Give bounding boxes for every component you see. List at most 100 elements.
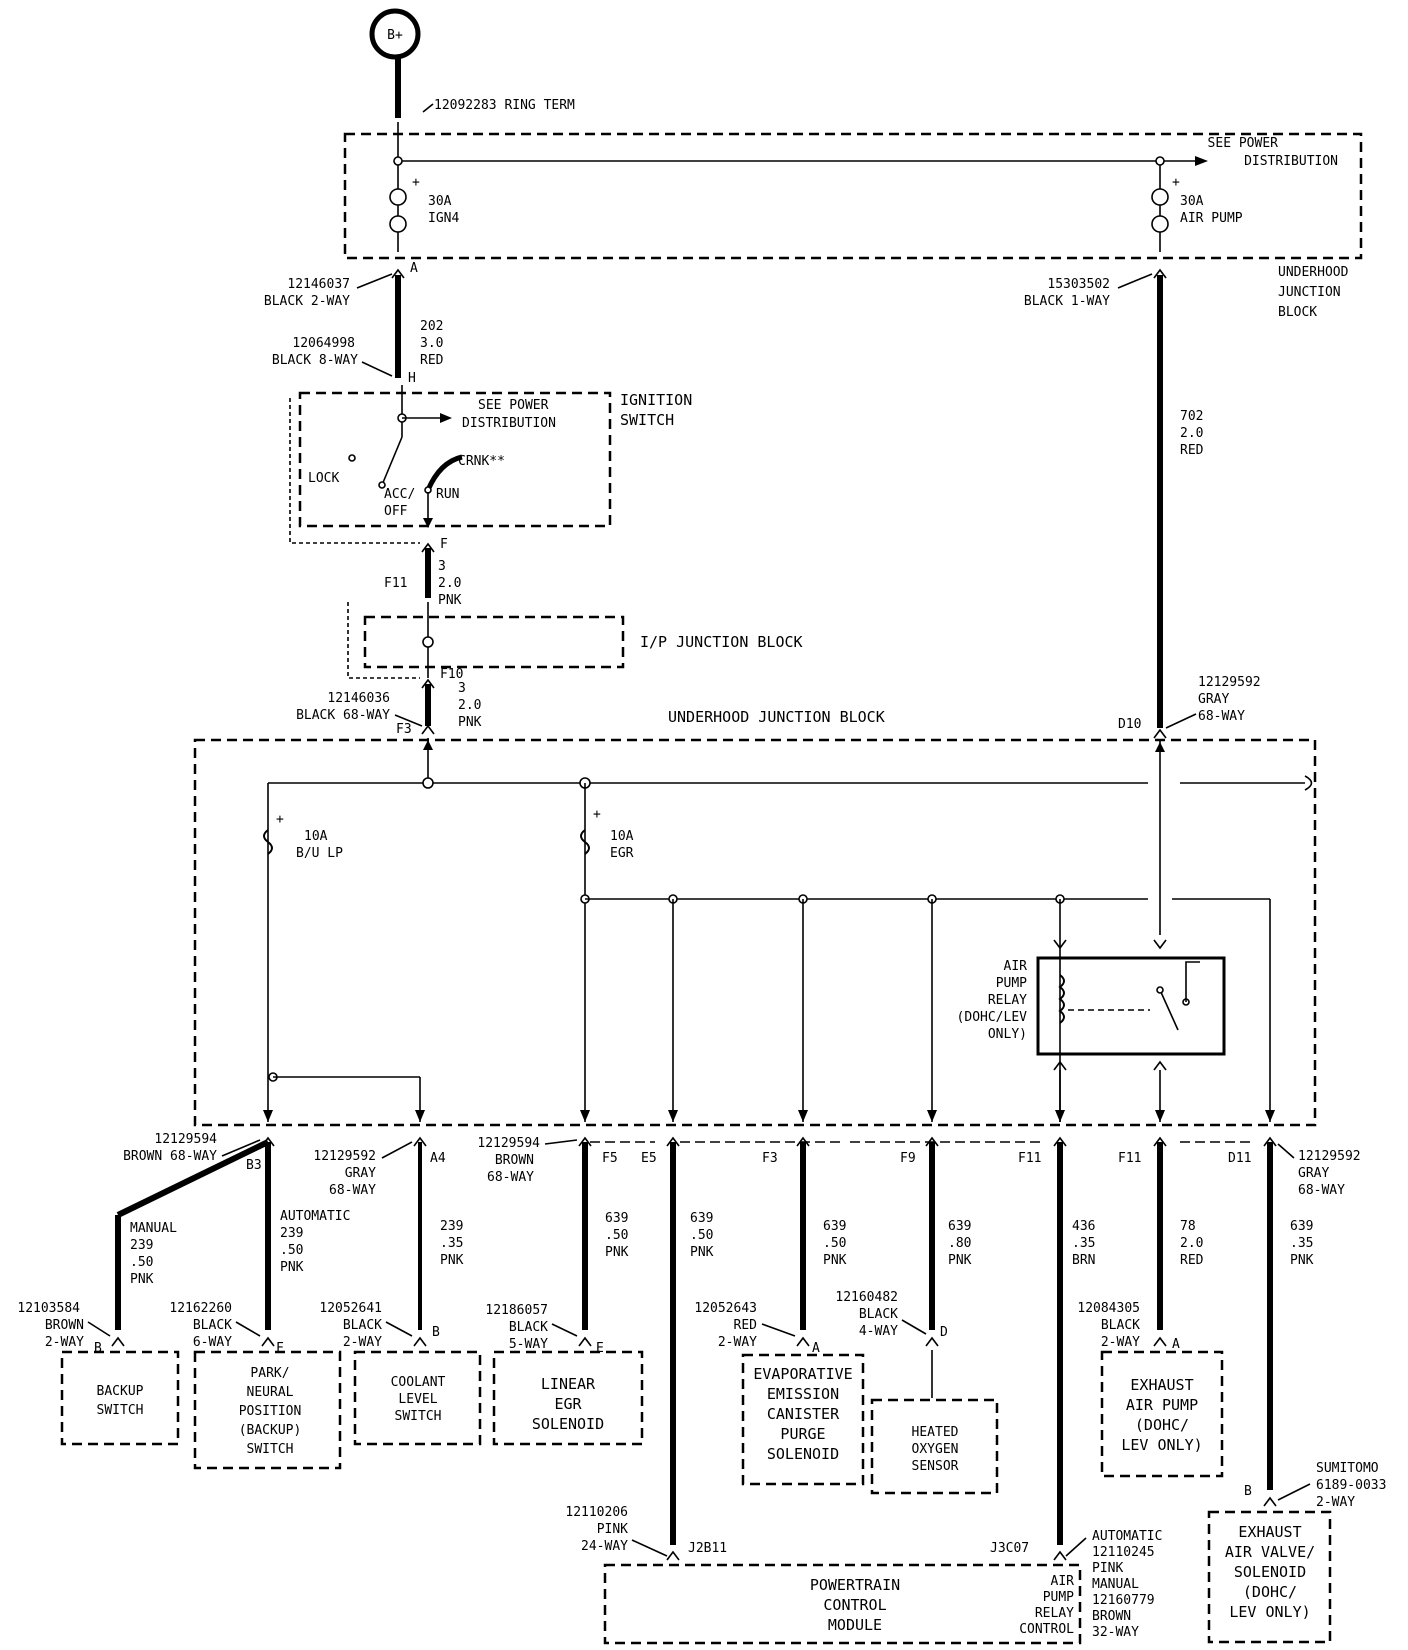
conn-left-8way-number: 12064998 <box>292 336 355 351</box>
ignition-switch-blade <box>381 436 403 486</box>
pin-f-label: F <box>440 537 448 552</box>
evap-name-3: CANISTER <box>767 1405 840 1423</box>
ring-term-label: 12092283 RING TERM <box>434 98 575 113</box>
wire-239-1: 239 <box>440 1219 463 1234</box>
wire-3b-color: PNK <box>458 715 482 730</box>
conn-68way-left-number: 12146036 <box>327 691 390 706</box>
wire-3a-color: PNK <box>438 593 462 608</box>
air-valve-name-3: SOLENOID <box>1234 1563 1306 1581</box>
park-name-4: (BACKUP) <box>239 1423 302 1438</box>
top-block-name-3: BLOCK <box>1278 305 1317 320</box>
coolant-pin: B <box>432 1325 440 1340</box>
top-block-name-1: UNDERHOOD <box>1278 265 1349 280</box>
air-valve-pin: B <box>1244 1484 1252 1499</box>
wire-manual <box>116 1139 270 1218</box>
conn-brown-left-desc: BROWN 68-WAY <box>123 1149 217 1164</box>
air-valve-conn-3: 2-WAY <box>1316 1495 1355 1510</box>
wire-639b-2: .50 <box>690 1228 713 1243</box>
wire-639a-1: 639 <box>605 1211 628 1226</box>
wire-202-color: RED <box>420 353 444 368</box>
wire-639b-3: PNK <box>690 1245 714 1260</box>
relay-label-3: RELAY <box>988 993 1027 1008</box>
wire-639c-3: PNK <box>823 1253 847 1268</box>
fuse-air-pump-name: AIR PUMP <box>1180 211 1243 226</box>
underhood-junction-block-main <box>193 738 1317 1127</box>
backup-switch <box>60 1350 180 1446</box>
pin-d10-label: D10 <box>1118 717 1141 732</box>
ignition-switch-box <box>298 391 612 528</box>
wire-3b-size: 2.0 <box>458 698 481 713</box>
wire-3b-number: 3 <box>458 681 466 696</box>
wire-manual-4: PNK <box>130 1272 154 1287</box>
park-name-2: NEURAL <box>247 1385 294 1400</box>
egr-pin: E <box>596 1341 604 1356</box>
pin-f9: F9 <box>900 1151 916 1166</box>
top-see-power-2: DISTRIBUTION <box>1244 154 1338 169</box>
ignition-see-power-1: SEE POWER <box>478 398 549 413</box>
fuse-egr-icon <box>580 829 590 855</box>
evap-pin: A <box>812 1341 820 1356</box>
oxygen-pin: D <box>940 1325 948 1340</box>
pin-f11b: F11 <box>1118 1151 1141 1166</box>
oxygen-name-2: OXYGEN <box>912 1442 959 1457</box>
backup-name-2: SWITCH <box>97 1403 144 1418</box>
fuse-air-pump-amp: 30A <box>1180 194 1204 209</box>
air-valve-conn-1: SUMITOMO <box>1316 1461 1379 1476</box>
park-name-3: POSITION <box>239 1404 302 1419</box>
conn-left-top-desc: BLACK 2-WAY <box>264 294 350 309</box>
relay-label-2: PUMP <box>996 976 1027 991</box>
park-pin: F <box>276 1341 284 1356</box>
air-valve-name-1: EXHAUST <box>1238 1523 1301 1541</box>
pcm-name-3: MODULE <box>828 1616 882 1634</box>
wire-436-1: 436 <box>1072 1219 1095 1234</box>
egr-name-1: LINEAR <box>541 1375 596 1393</box>
wire-639a-3: PNK <box>605 1245 629 1260</box>
fuse-ign4-amp: 30A <box>428 194 452 209</box>
oxygen-conn-2: BLACK <box>859 1307 898 1322</box>
powertrain-control-module <box>603 1563 1082 1645</box>
egr-conn-3: 5-WAY <box>509 1337 548 1352</box>
pcm-pin-j3: J3C07 <box>990 1541 1029 1556</box>
air-pump-conn-3: 2-WAY <box>1101 1335 1140 1350</box>
pcm-conn-right-6: BROWN <box>1092 1609 1131 1624</box>
air-pump-conn-1: 12084305 <box>1077 1301 1140 1316</box>
pcm-name-1: POWERTRAIN <box>810 1576 900 1594</box>
wire-3a-size: 2.0 <box>438 576 461 591</box>
conn-left-8way-desc: BLACK 8-WAY <box>272 353 358 368</box>
conn-gray-right-top-color: GRAY <box>1198 692 1229 707</box>
coolant-level-switch <box>353 1350 482 1446</box>
conn-brown-mid-desc: 68-WAY <box>487 1170 534 1185</box>
coolant-conn-1: 12052641 <box>319 1301 382 1316</box>
exhaust-air-pump <box>1100 1350 1224 1478</box>
ignition-acc-label: ACC/ <box>384 487 415 502</box>
coolant-conn-2: BLACK <box>343 1318 382 1333</box>
wire-702-size: 2.0 <box>1180 426 1203 441</box>
conn-gray-mid-desc: 68-WAY <box>329 1183 376 1198</box>
wire-manual-2: 239 <box>130 1238 153 1253</box>
relay-label-1: AIR <box>1004 959 1028 974</box>
relay-label-4: (DOHC/LEV <box>957 1010 1028 1025</box>
coolant-name-1: COOLANT <box>391 1375 446 1390</box>
fuse-egr-name: EGR <box>610 846 634 861</box>
wire-639d-3: PNK <box>948 1253 972 1268</box>
fuse-bu-icon <box>263 829 273 855</box>
ignition-name-1: IGNITION <box>620 391 692 409</box>
ignition-see-power-2: DISTRIBUTION <box>462 416 556 431</box>
evap-name-1: EVAPORATIVE <box>753 1365 852 1383</box>
evap-name-2: EMISSION <box>767 1385 839 1403</box>
wire-639c-2: .50 <box>823 1236 846 1251</box>
fuse-egr-amp: 10A <box>610 829 634 844</box>
egr-conn-2: BLACK <box>509 1320 548 1335</box>
pcm-conn-right-4: MANUAL <box>1092 1577 1139 1592</box>
pcm-relay-ctrl-3: RELAY <box>1035 1606 1074 1621</box>
evap-conn-3: 2-WAY <box>718 1335 757 1350</box>
conn-gray-mid-number: 12129592 <box>313 1149 376 1164</box>
pin-e5: E5 <box>641 1151 657 1166</box>
pcm-relay-ctrl-1: AIR <box>1051 1574 1075 1589</box>
backup-conn-2: BROWN <box>45 1318 84 1333</box>
wire-239-2: .35 <box>440 1236 463 1251</box>
egr-conn-1: 12186057 <box>485 1303 548 1318</box>
pcm-conn-left-1: 12110206 <box>565 1505 628 1520</box>
pin-f3: F3 <box>762 1151 778 1166</box>
coolant-name-2: LEVEL <box>398 1392 437 1407</box>
